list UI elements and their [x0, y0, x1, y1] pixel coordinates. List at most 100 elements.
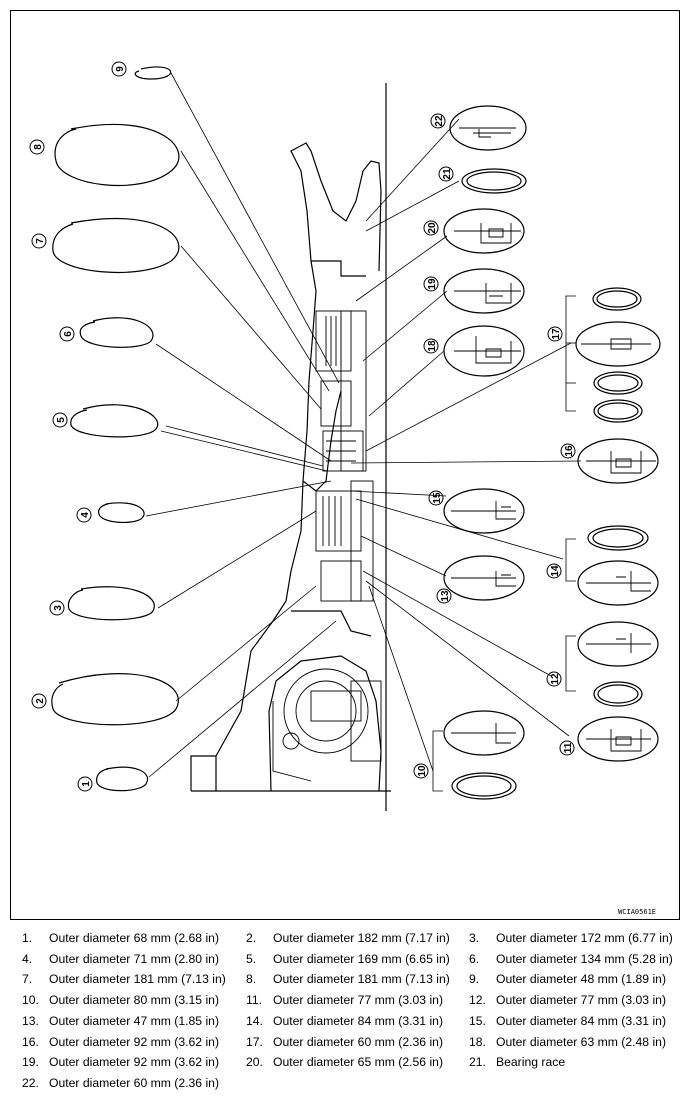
legend-number: 6.	[469, 951, 480, 966]
callout-18: 18	[427, 340, 438, 352]
legend-text: Outer diameter 80 mm (3.15 in)	[49, 993, 220, 1008]
callout-19: 19	[427, 278, 438, 290]
legend-number: 12.	[469, 993, 486, 1008]
figure-code: WCIA0561E	[618, 908, 656, 916]
ring-21	[461, 168, 527, 194]
callout-16: 16	[564, 445, 575, 457]
callout-2: 2	[35, 698, 46, 704]
snap-rings-left	[51, 66, 180, 792]
legend-number: 14.	[246, 1013, 263, 1028]
snap-ring-1	[96, 766, 149, 792]
legend-number: 18.	[469, 1034, 486, 1049]
callout-11: 11	[563, 742, 574, 753]
callout-22: 22	[434, 115, 445, 127]
legend-text: Outer diameter 47 mm (1.85 in)	[49, 1013, 220, 1028]
detail-18	[443, 325, 525, 377]
transmission-cross-section-diagram: 9 8 7 6 5 4 3 2 1 22 21 20 19 18 17 16 1…	[29, 61, 661, 916]
callout-8: 8	[33, 144, 44, 150]
snap-ring-5	[70, 404, 159, 438]
legend-item: 6. Outer diameter 134 mm (5.28 in)	[469, 951, 673, 967]
legend-item: 2. Outer diameter 182 mm (7.17 in)	[246, 930, 450, 946]
legend-text: Outer diameter 77 mm (3.03 in)	[273, 993, 444, 1008]
legend-number: 22.	[22, 1075, 39, 1090]
legend-text: Outer diameter 68 mm (2.68 in)	[49, 931, 220, 945]
legend-item: 1. Outer diameter 68 mm (2.68 in)	[22, 930, 219, 946]
legend-text: Outer diameter 65 mm (2.56 in)	[273, 1055, 444, 1070]
diagram-frame: 9 8 7 6 5 4 3 2 1 22 21 20 19 18 17 16 1…	[10, 10, 680, 920]
legend-text: Outer diameter 71 mm (2.80 in)	[49, 951, 220, 966]
legend-text: Outer diameter 77 mm (3.03 in)	[496, 993, 667, 1008]
callout-3: 3	[53, 605, 64, 611]
ring-17c	[593, 399, 643, 423]
snap-ring-2	[51, 673, 179, 726]
legend-item: 22. Outer diameter 60 mm (2.36 in)	[22, 1075, 219, 1091]
legend-item: 18. Outer diameter 63 mm (2.48 in)	[469, 1034, 666, 1050]
bubble-sections	[451, 127, 656, 752]
snap-ring-8	[54, 124, 180, 187]
detail-10	[443, 710, 525, 756]
legend-text: Outer diameter 181 mm (7.13 in)	[49, 972, 226, 987]
legend-text: Outer diameter 92 mm (3.62 in)	[49, 1034, 220, 1049]
detail-17	[575, 321, 661, 367]
snap-ring-7	[52, 217, 180, 274]
callout-17: 17	[551, 328, 562, 340]
callout-15: 15	[432, 492, 443, 504]
detail-bubbles-right	[443, 105, 661, 800]
legend-text: Outer diameter 48 mm (1.89 in)	[496, 972, 667, 987]
legend-item: 3.Outer diameter 172 mm (6.77 in)	[469, 930, 673, 946]
ring-12	[593, 681, 643, 707]
detail-15	[443, 488, 525, 534]
legend-number: 13.	[22, 1013, 39, 1028]
callout-12: 12	[550, 673, 561, 685]
callout-1: 1	[81, 781, 92, 787]
legend-item: 12. Outer diameter 77 mm (3.03 in)	[469, 992, 666, 1008]
callout-4: 4	[80, 512, 91, 518]
legend-item: 10.Outer diameter 80 mm (3.15 in)	[22, 992, 219, 1008]
legend-text: Outer diameter 182 mm (7.17 in)	[273, 931, 450, 945]
legend-item: 7. Outer diameter 181 mm (7.13 in)	[22, 971, 226, 987]
legend-text: Outer diameter 134 mm (5.28 in)	[496, 951, 673, 966]
legend-number: 5.	[246, 951, 257, 966]
legend-item: 17.Outer diameter 60 mm (2.36 in)	[246, 1034, 443, 1050]
legend-text: Outer diameter 181 mm (7.13 in)	[273, 972, 450, 987]
callout-20: 20	[427, 222, 438, 234]
legend-item: 13. Outer diameter 47 mm (1.85 in)	[22, 1013, 219, 1029]
legend-item: 19.Outer diameter 92 mm (3.62 in)	[22, 1054, 219, 1070]
legend-item: 20.Outer diameter 65 mm (2.56 in)	[246, 1054, 443, 1070]
ring-10	[451, 772, 517, 800]
callout-markers	[29, 61, 576, 792]
detail-14	[577, 560, 659, 606]
leader-lines	[145, 72, 582, 792]
detail-20	[443, 208, 525, 254]
callout-5: 5	[56, 417, 67, 423]
legend-number: 7.	[22, 972, 33, 987]
callout-14: 14	[550, 565, 561, 577]
detail-16	[577, 438, 659, 484]
legend-number: 15.	[469, 1013, 486, 1028]
snap-ring-6	[79, 317, 154, 348]
legend-item: 8. Outer diameter 181 mm (7.13 in)	[246, 971, 450, 987]
callout-9: 9	[115, 66, 126, 72]
ring-17b	[593, 371, 643, 395]
detail-12	[577, 621, 659, 667]
callout-21: 21	[442, 168, 453, 180]
legend-item: 15. Outer diameter 84 mm (3.31 in)	[469, 1013, 666, 1029]
legend-item: 9.Outer diameter 48 mm (1.89 in)	[469, 971, 666, 987]
detail-19	[443, 268, 525, 314]
legend-text: Outer diameter 84 mm (3.31 in)	[273, 1013, 444, 1028]
legend-text: Outer diameter 60 mm (2.36 in)	[49, 1075, 220, 1090]
snap-ring-9	[134, 66, 172, 80]
legend-item: 16.Outer diameter 92 mm (3.62 in)	[22, 1034, 219, 1050]
legend-number: 11.	[246, 993, 263, 1008]
callout-6: 6	[63, 331, 74, 337]
legend-number: 8.	[246, 972, 257, 987]
callout-13: 13	[440, 590, 451, 602]
legend-item: 21.Bearing race	[469, 1054, 565, 1070]
legend-text: Outer diameter 63 mm (2.48 in)	[496, 1034, 667, 1049]
detail-22	[449, 105, 527, 151]
legend-number: 1.	[22, 931, 33, 945]
legend-number: 17.	[246, 1034, 263, 1049]
legend-text: Outer diameter 84 mm (3.31 in)	[496, 1013, 667, 1028]
legend-number: 2.	[246, 931, 257, 945]
legend-item: 4.Outer diameter 71 mm (2.80 in)	[22, 951, 219, 967]
